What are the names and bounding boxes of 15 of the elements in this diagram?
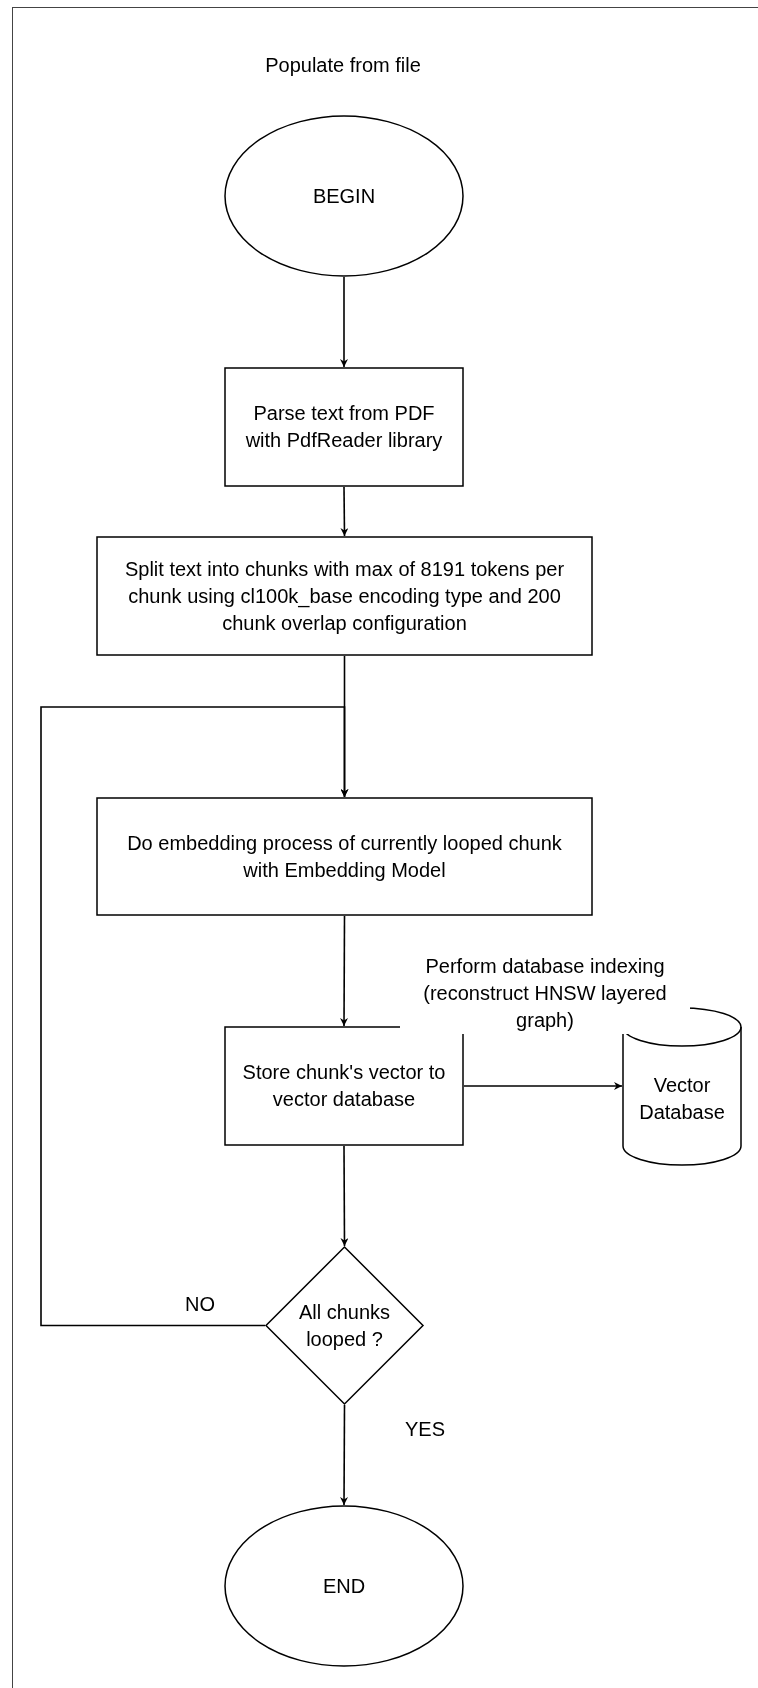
arrow bbox=[340, 915, 349, 1027]
arrow bbox=[340, 276, 348, 368]
arrow bbox=[340, 486, 349, 537]
arrow bbox=[340, 1404, 349, 1506]
decision-diamond: All chunks looped ? bbox=[265, 1246, 424, 1405]
process-box: Parse text from PDF with PdfReader library bbox=[224, 367, 464, 487]
terminal-ellipse: BEGIN bbox=[224, 115, 464, 277]
process-box: Store chunk's vector to vector database bbox=[224, 1026, 464, 1146]
process-box: Split text into chunks with max of 8191 tokens per chunk using cl100k_base encoding type and 200 chunk overlap configuration bbox=[96, 536, 593, 656]
arrow bbox=[340, 1145, 349, 1247]
terminal-ellipse: END bbox=[224, 1505, 464, 1667]
process-box: Do embedding process of currently looped chunk with Embedding Model bbox=[96, 797, 593, 916]
arrow bbox=[40, 706, 349, 1327]
database-cylinder: Vector Database bbox=[622, 1007, 742, 1166]
arrow bbox=[463, 1082, 623, 1090]
